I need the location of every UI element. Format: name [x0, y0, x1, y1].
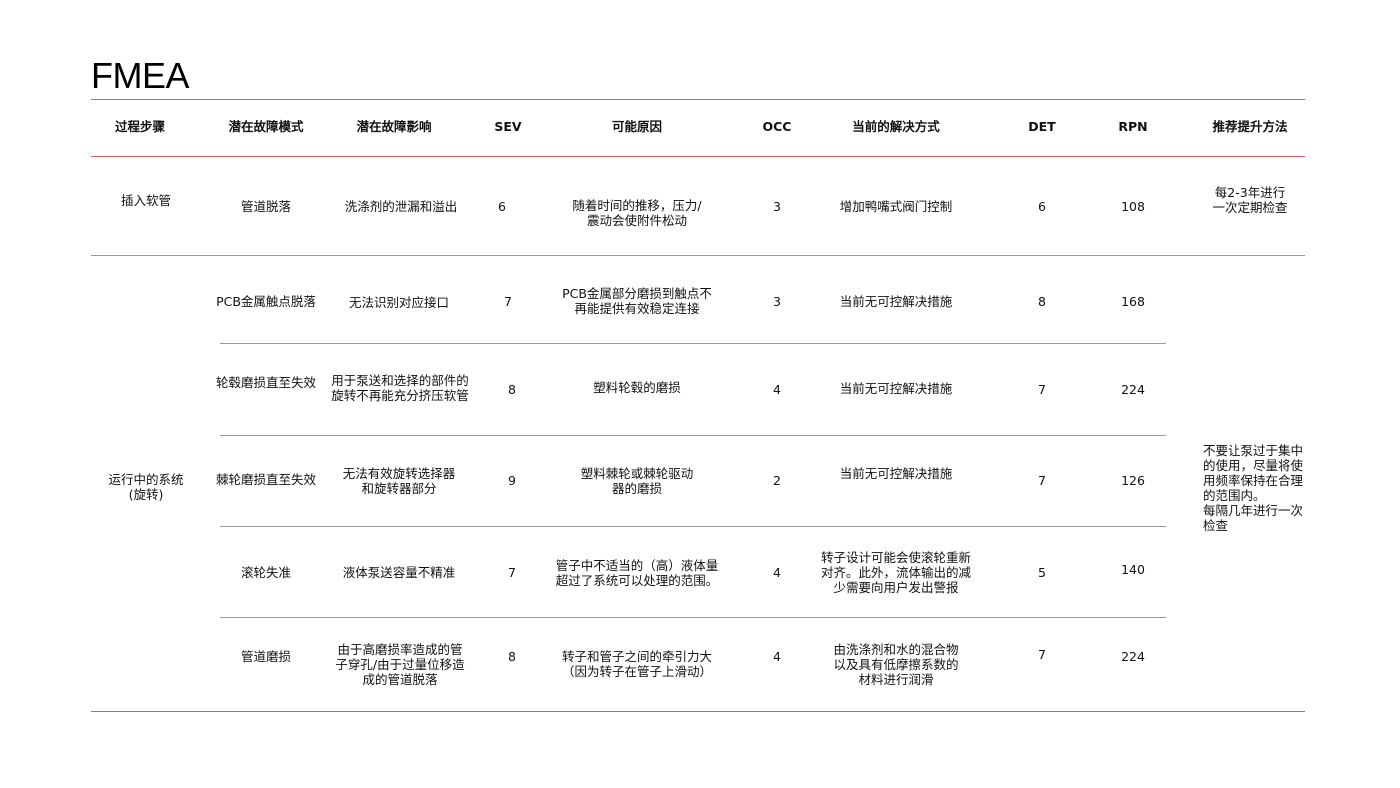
- failure-effect-cell: 无法有效旋转选择器 和旋转器部分: [342, 466, 456, 496]
- row-divider: [220, 617, 1166, 618]
- control-cell: 由洗涤剂和水的混合物 以及具有低摩擦系数的 材料进行润滑: [833, 641, 959, 687]
- row-divider: [220, 343, 1166, 344]
- header-rpn: RPN: [1118, 118, 1148, 134]
- group-divider: [91, 255, 1305, 256]
- cause-cell: 塑料棘轮或棘轮驱动 器的磨损: [580, 466, 694, 496]
- header-bottom-rule: [91, 156, 1305, 157]
- failure-effect-cell: 洗涤剂的泄漏和溢出: [344, 198, 458, 214]
- failure-effect-cell: 无法识别对应接口: [348, 294, 449, 310]
- header-step: 过程步骤: [114, 118, 165, 134]
- recommendation-cell: 每2-3年进行 一次定期检查: [1212, 185, 1288, 215]
- rpn-cell: 126: [1121, 472, 1145, 488]
- header-current-control: 当前的解决方式: [852, 118, 940, 134]
- control-cell: 增加鸭嘴式阀门控制: [839, 198, 953, 214]
- page-title: FMEA: [91, 55, 190, 96]
- failure-mode-cell: 管道磨损: [240, 648, 291, 664]
- control-cell: 转子设计可能会使滚轮重新 对齐。此外，流体输出的减 少需要向用户发出警报: [820, 549, 971, 595]
- header-failure-effect: 潜在故障影响: [356, 118, 432, 134]
- occ-cell: 4: [773, 381, 781, 397]
- sev-cell: 8: [508, 648, 516, 664]
- failure-effect-cell: 用于泵送和选择的部件的 旋转不再能充分挤压软管: [331, 373, 469, 403]
- occ-cell: 2: [773, 472, 781, 488]
- det-cell: 6: [1038, 198, 1046, 214]
- header-det: DET: [1028, 118, 1056, 134]
- failure-mode-cell: 管道脱落: [240, 198, 291, 214]
- row-divider: [220, 435, 1166, 436]
- header-top-rule: [91, 99, 1305, 100]
- failure-mode-cell: 滚轮失准: [240, 564, 291, 580]
- sev-cell: 6: [498, 198, 506, 214]
- failure-mode-cell: PCB金属触点脱落: [216, 293, 316, 309]
- rpn-cell: 108: [1121, 198, 1145, 214]
- failure-effect-cell: 液体泵送容量不精准: [342, 564, 456, 580]
- header-occ: OCC: [762, 118, 792, 134]
- failure-mode-cell: 轮毂磨损直至失效: [215, 374, 316, 390]
- det-cell: 7: [1038, 381, 1046, 397]
- header-recommendation: 推荐提升方法: [1212, 118, 1288, 134]
- cause-cell: 随着时间的推移，压力/ 震动会使附件松动: [572, 198, 702, 228]
- table-bottom-rule: [91, 711, 1305, 712]
- occ-cell: 3: [773, 198, 781, 214]
- det-cell: 7: [1038, 472, 1046, 488]
- sev-cell: 7: [508, 564, 516, 580]
- row-divider: [220, 526, 1166, 527]
- det-cell: 8: [1038, 293, 1046, 309]
- header-sev: SEV: [494, 118, 522, 134]
- cause-cell: 塑料轮毂的磨损: [593, 379, 681, 395]
- rpn-cell: 168: [1121, 293, 1145, 309]
- sev-cell: 9: [508, 472, 516, 488]
- rpn-cell: 224: [1121, 648, 1145, 664]
- step-cell: 插入软管: [120, 192, 171, 208]
- header-failure-mode: 潜在故障模式: [228, 118, 304, 134]
- sev-cell: 8: [508, 381, 516, 397]
- rpn-cell: 140: [1121, 561, 1145, 577]
- step-cell: 运行中的系统 (旋转): [108, 472, 184, 502]
- occ-cell: 4: [773, 564, 781, 580]
- failure-effect-cell: 由于高磨损率造成的管 子穿孔/由于过量位移造 成的管道脱落: [335, 641, 465, 687]
- header-cause: 可能原因: [611, 118, 662, 134]
- occ-cell: 4: [773, 648, 781, 664]
- occ-cell: 3: [773, 293, 781, 309]
- cause-cell: 转子和管子之间的牵引力大 （因为转子在管子上滑动）: [561, 649, 712, 679]
- rpn-cell: 224: [1121, 381, 1145, 397]
- control-cell: 当前无可控解决措施: [839, 293, 953, 309]
- cause-cell: 管子中不适当的（高）液体量 超过了系统可以处理的范围。: [555, 558, 719, 588]
- control-cell: 当前无可控解决措施: [839, 465, 953, 481]
- control-cell: 当前无可控解决措施: [839, 380, 953, 396]
- sev-cell: 7: [504, 293, 512, 309]
- recommendation-cell: 不要让泵过于集中 的使用，尽量将使 用频率保持在合理 的范围内。 每隔几年进行一…: [1203, 443, 1304, 533]
- det-cell: 7: [1038, 646, 1046, 662]
- det-cell: 5: [1038, 564, 1046, 580]
- cause-cell: PCB金属部分磨损到触点不 再能提供有效稳定连接: [562, 286, 712, 316]
- failure-mode-cell: 棘轮磨损直至失效: [215, 471, 316, 487]
